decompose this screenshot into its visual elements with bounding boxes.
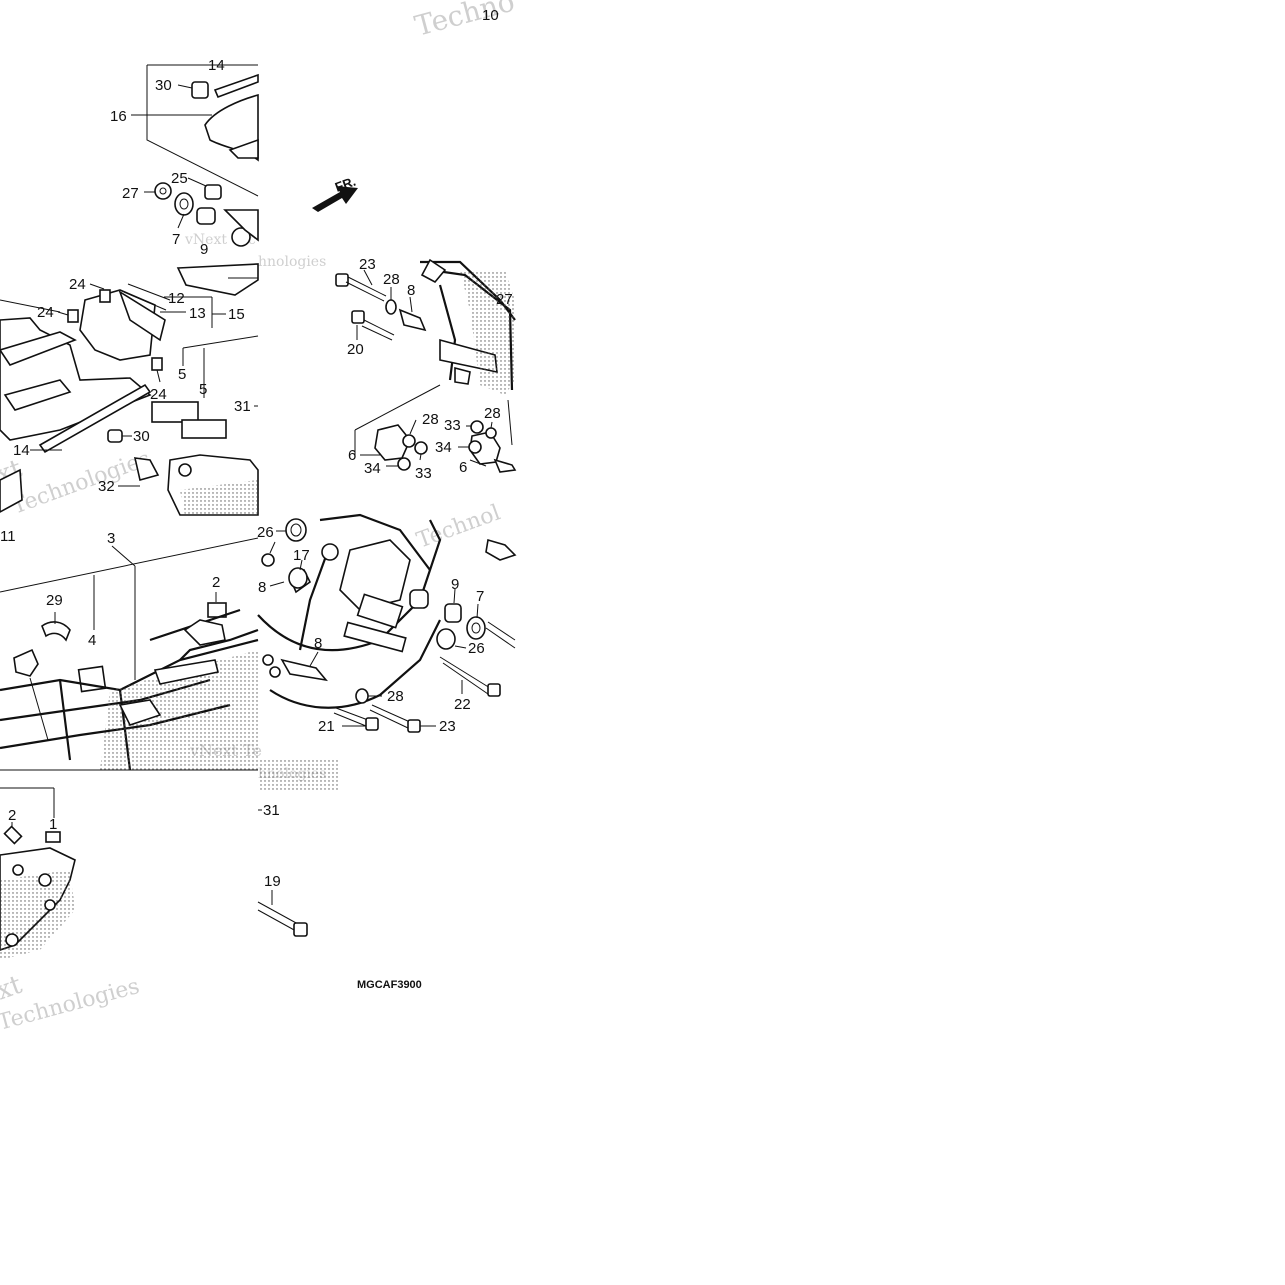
svg-text:xt: xt <box>0 970 27 1007</box>
callout-16: 16 <box>110 108 127 125</box>
callout-24: 24 <box>150 386 167 403</box>
callout-9: 9 <box>200 241 208 258</box>
callout-7: 7 <box>476 588 484 605</box>
callout-34: 34 <box>435 439 452 456</box>
svg-text:Technologies: Technologies <box>0 974 142 1036</box>
callout-26: 26 <box>468 640 485 657</box>
callout-14: 14 <box>13 442 30 459</box>
callout-34: 34 <box>364 460 381 477</box>
callout-2: 2 <box>8 807 16 824</box>
callout-22: 22 <box>454 696 471 713</box>
callout-19: 19 <box>264 873 281 890</box>
callout-8: 8 <box>314 635 322 652</box>
svg-text:Techno: Techno <box>411 0 518 43</box>
callout-31: 31 <box>234 398 251 415</box>
callout-5: 5 <box>199 381 207 398</box>
diagram-code: MGCAF3900 <box>357 979 422 991</box>
panel-seat-brackets <box>131 64 259 296</box>
panel-frame-underside <box>0 787 76 960</box>
callout-28: 28 <box>484 405 501 422</box>
callout-13: 13 <box>189 305 206 322</box>
callout-8: 8 <box>258 579 266 596</box>
callout-24: 24 <box>69 276 86 293</box>
callout-33: 33 <box>415 465 432 482</box>
panel-step-rail <box>0 283 259 516</box>
callout-5: 5 <box>178 366 186 383</box>
callout-23: 23 <box>439 718 456 735</box>
callout-14: 14 <box>208 57 225 74</box>
callout-1: 1 <box>49 816 57 833</box>
callout-24: 24 <box>37 304 54 321</box>
svg-text:Technologies: Technologies <box>9 446 154 519</box>
callout-11: 11 <box>0 528 16 545</box>
callout-30: 30 <box>155 77 172 94</box>
callout-4: 4 <box>88 632 96 649</box>
panel-long-bolt <box>257 809 308 937</box>
front-direction-arrow: FR. <box>312 174 358 212</box>
callout-30: 30 <box>133 428 150 445</box>
callout-8: 8 <box>407 282 415 299</box>
svg-text:hnologies: hnologies <box>258 254 326 270</box>
panel-main-frame <box>0 537 259 771</box>
callout-7: 7 <box>172 231 180 248</box>
callout-6: 6 <box>459 459 467 476</box>
callout-23: 23 <box>359 256 376 273</box>
callout-17: 17 <box>293 547 310 564</box>
callout-28: 28 <box>422 411 439 428</box>
callout-32: 32 <box>98 478 115 495</box>
panel-frame-mount <box>257 513 517 792</box>
callout-28: 28 <box>387 688 404 705</box>
callout-9: 9 <box>451 576 459 593</box>
front-direction-label: FR. <box>333 174 358 195</box>
callout-20: 20 <box>347 341 364 358</box>
callout-labels: 10 14 30 16 25 27 7 9 24 12 24 13 15 24 … <box>0 7 513 890</box>
callout-27: 27 <box>122 185 139 202</box>
callout-29: 29 <box>46 592 63 609</box>
callout-3: 3 <box>107 530 115 547</box>
watermark: Techno vNext Tec hnologies xt Technologi… <box>0 0 518 1036</box>
callout-12: 12 <box>168 290 185 307</box>
callout-21: 21 <box>318 718 335 735</box>
callout-31: 31 <box>263 802 280 819</box>
callout-6: 6 <box>348 447 356 464</box>
callout-10: 10 <box>482 7 499 24</box>
callout-33: 33 <box>444 417 461 434</box>
callout-28: 28 <box>383 271 400 288</box>
callout-2: 2 <box>212 574 220 591</box>
callout-26: 26 <box>257 524 274 541</box>
callout-15: 15 <box>228 306 245 323</box>
callout-27: 27 <box>496 291 513 308</box>
callout-25: 25 <box>171 170 188 187</box>
panel-engine-mount <box>335 258 517 473</box>
